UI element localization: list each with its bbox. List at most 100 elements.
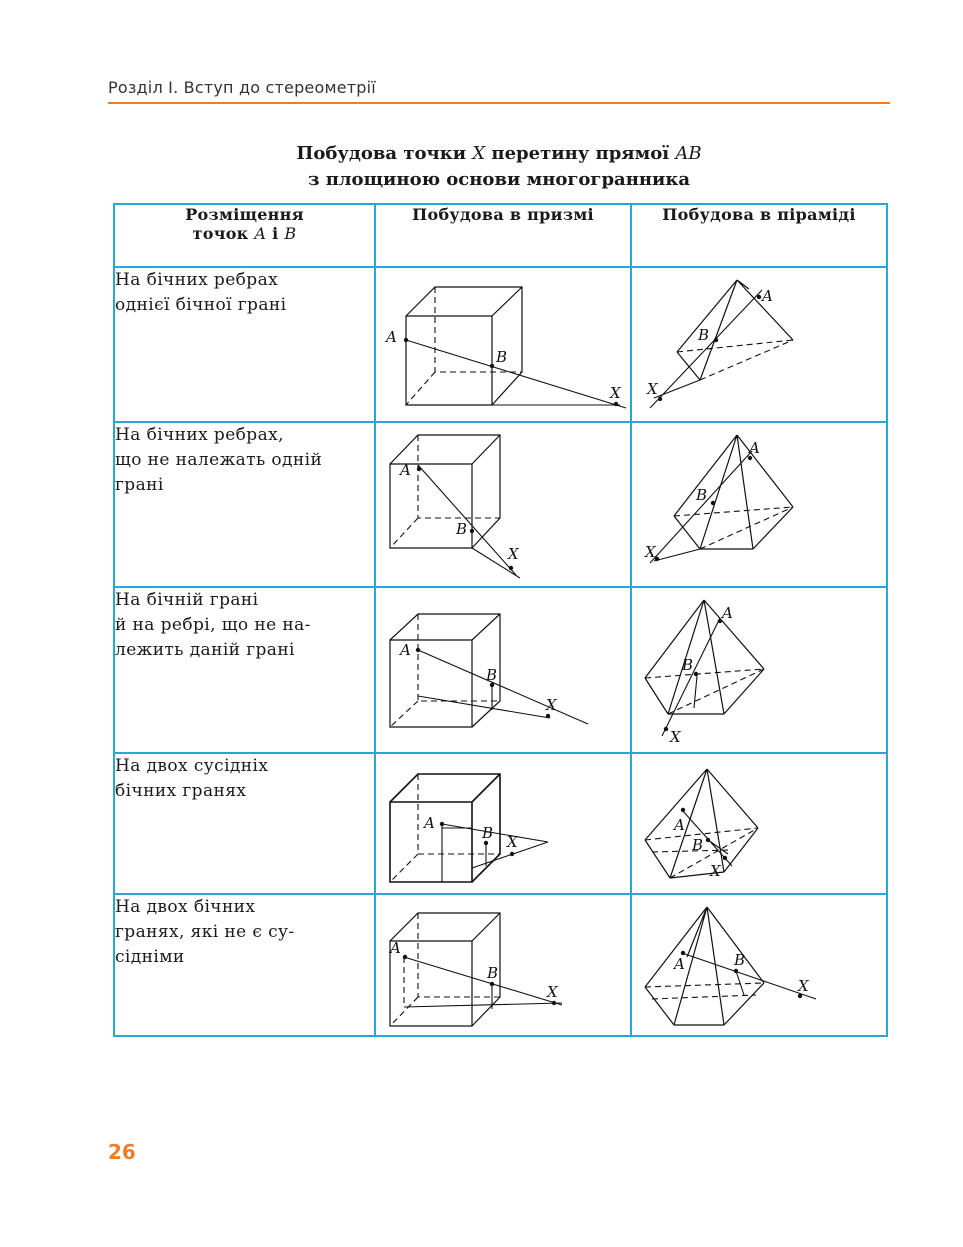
label-B: B [695, 486, 707, 504]
page-number: 26 [108, 1140, 136, 1164]
row-description: На бічних ребрах однієї бічної грані [113, 266, 376, 423]
header-placement: Розміщення точок A і B [113, 203, 376, 268]
pyramid-edges [676, 279, 794, 381]
point-X [657, 396, 663, 402]
point-X [654, 556, 660, 562]
header-prism: Побудова в призмі [374, 203, 632, 268]
table-row: На бічних ребрах, що не належать одній г… [113, 421, 888, 588]
pyramid-figure-cell: A B X [630, 421, 888, 588]
pyramid-edges [644, 906, 765, 1026]
table-header-row: Розміщення точок A і B Побудова в призмі… [113, 203, 888, 268]
pyramid-diagram: A B X [646, 279, 794, 409]
pyramid-figure-cell: A B X [630, 893, 888, 1037]
label-X: X [797, 977, 810, 995]
pyramid-hidden-edges [676, 339, 794, 381]
point-B [733, 968, 739, 974]
label-B: B [455, 520, 467, 538]
point-B [710, 500, 716, 506]
header-text: і [266, 224, 285, 243]
point-A [680, 950, 686, 956]
label-B: B [697, 326, 709, 344]
construction-lines [403, 956, 563, 1009]
title-text: Побудова точки [296, 143, 473, 164]
point-X [509, 851, 515, 857]
prism-edges [389, 613, 501, 728]
construction-lines [661, 617, 721, 737]
point-B [483, 840, 489, 846]
prism-diagram: A B X [384, 286, 627, 409]
header-rule [108, 102, 890, 104]
prism-figure-cell: A B X [374, 752, 632, 895]
pyramid-figure-cell: A B X [630, 752, 888, 895]
row-description: На бічних ребрах, що не належать одній г… [113, 421, 376, 588]
prism-diagram: A B X [389, 773, 549, 883]
prism-figure-cell: A B X [374, 266, 632, 423]
label-X: X [546, 983, 559, 1001]
header-text: точок [192, 224, 255, 243]
prism-edges [389, 912, 501, 1027]
label-A: A [422, 814, 435, 832]
construction-lines [441, 823, 549, 882]
pyramid-edges [644, 599, 765, 715]
point-A [416, 466, 422, 472]
label-X: X [506, 833, 519, 851]
label-A: A [398, 641, 411, 659]
point-B [489, 981, 495, 987]
prism-hidden-edges [405, 287, 522, 406]
prism-diagram: A B X [389, 434, 521, 579]
label-B: B [691, 836, 703, 854]
point-X [551, 1000, 557, 1006]
pyramid-edges [673, 434, 794, 550]
prism-hidden-edges [389, 435, 500, 549]
label-X: X [545, 696, 558, 714]
page-title: Побудова точки X перетину прямої AB з пл… [108, 141, 890, 193]
pyramid-hidden-edges [644, 982, 765, 1000]
label-X: X [646, 380, 659, 398]
point-A [747, 455, 753, 461]
point-B [713, 337, 719, 343]
point-X [613, 401, 619, 407]
prism-hidden-edges [389, 614, 500, 728]
pyramid-figure-cell: A B X [630, 266, 888, 423]
table-row: На двох бічних гранях, які не є су- сідн… [113, 893, 888, 1037]
label-B: B [495, 348, 507, 366]
label-B: B [681, 656, 693, 674]
construction-lines [681, 952, 817, 1000]
header-text: точок A і B [115, 224, 374, 243]
header-A: A [254, 224, 267, 243]
running-head: Розділ I. Вступ до стереометрії [108, 78, 376, 97]
header-B: B [284, 224, 297, 243]
construction-lines [417, 649, 589, 725]
row-description: На двох сусідніх бічних гранях [113, 752, 376, 895]
point-A [403, 337, 409, 343]
label-A: A [720, 604, 733, 622]
construction-lines [417, 464, 521, 579]
point-X [545, 713, 551, 719]
point-X [508, 565, 514, 571]
point-B [705, 837, 711, 843]
title-x: X [472, 143, 486, 164]
pyramid-edges [644, 768, 759, 879]
point-X [663, 726, 669, 732]
title-ab: AB [675, 143, 702, 164]
prism-edges [405, 286, 523, 406]
label-A: A [747, 439, 760, 457]
pyramid-diagram: A B X [644, 768, 759, 880]
label-B: B [481, 824, 493, 842]
label-A: A [388, 939, 401, 957]
point-X [722, 855, 728, 861]
construction-lines [405, 339, 627, 409]
point-A [717, 618, 723, 624]
prism-diagram: A B X [388, 912, 563, 1027]
point-B [489, 682, 495, 688]
pyramid-hidden-edges [673, 506, 794, 550]
label-X: X [609, 384, 622, 402]
point-A [415, 647, 421, 653]
label-A: A [384, 328, 397, 346]
row-description: На бічній грані й на ребрі, що не на- ле… [113, 586, 376, 754]
title-line-1: Побудова точки X перетину прямої AB [108, 141, 890, 167]
table-row: На бічних ребрах однієї бічної грані A B… [113, 266, 888, 423]
label-B: B [485, 666, 497, 684]
label-A: A [760, 287, 773, 305]
construction-lines [649, 289, 763, 409]
